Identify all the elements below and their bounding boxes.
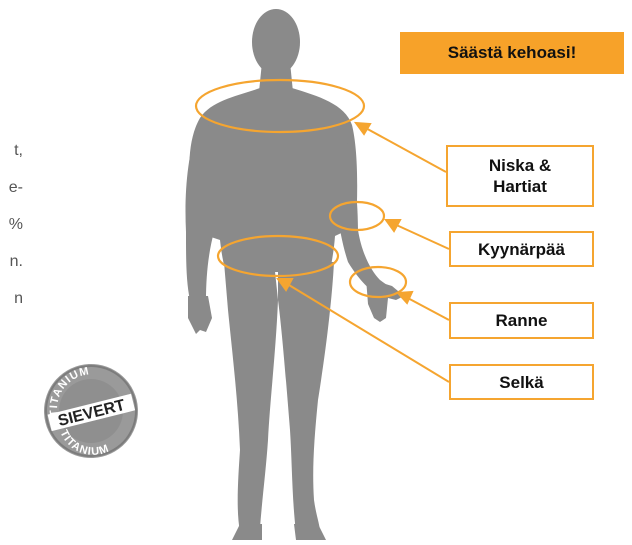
label-neck-shoulders: Niska & Hartiat (446, 145, 594, 207)
label-text: Selkä (499, 372, 543, 393)
label-text: Ranne (496, 310, 548, 331)
titanium-sievert-seal: TITANIUM TITANIUM SIEVERT (40, 360, 142, 462)
headline-banner: Säästä kehoasi! (400, 32, 624, 74)
label-back: Selkä (449, 364, 594, 400)
label-text: Kyynärpää (478, 239, 565, 260)
label-wrist: Ranne (449, 302, 594, 339)
label-text: Niska & Hartiat (489, 155, 551, 197)
label-elbow: Kyynärpää (449, 231, 594, 267)
